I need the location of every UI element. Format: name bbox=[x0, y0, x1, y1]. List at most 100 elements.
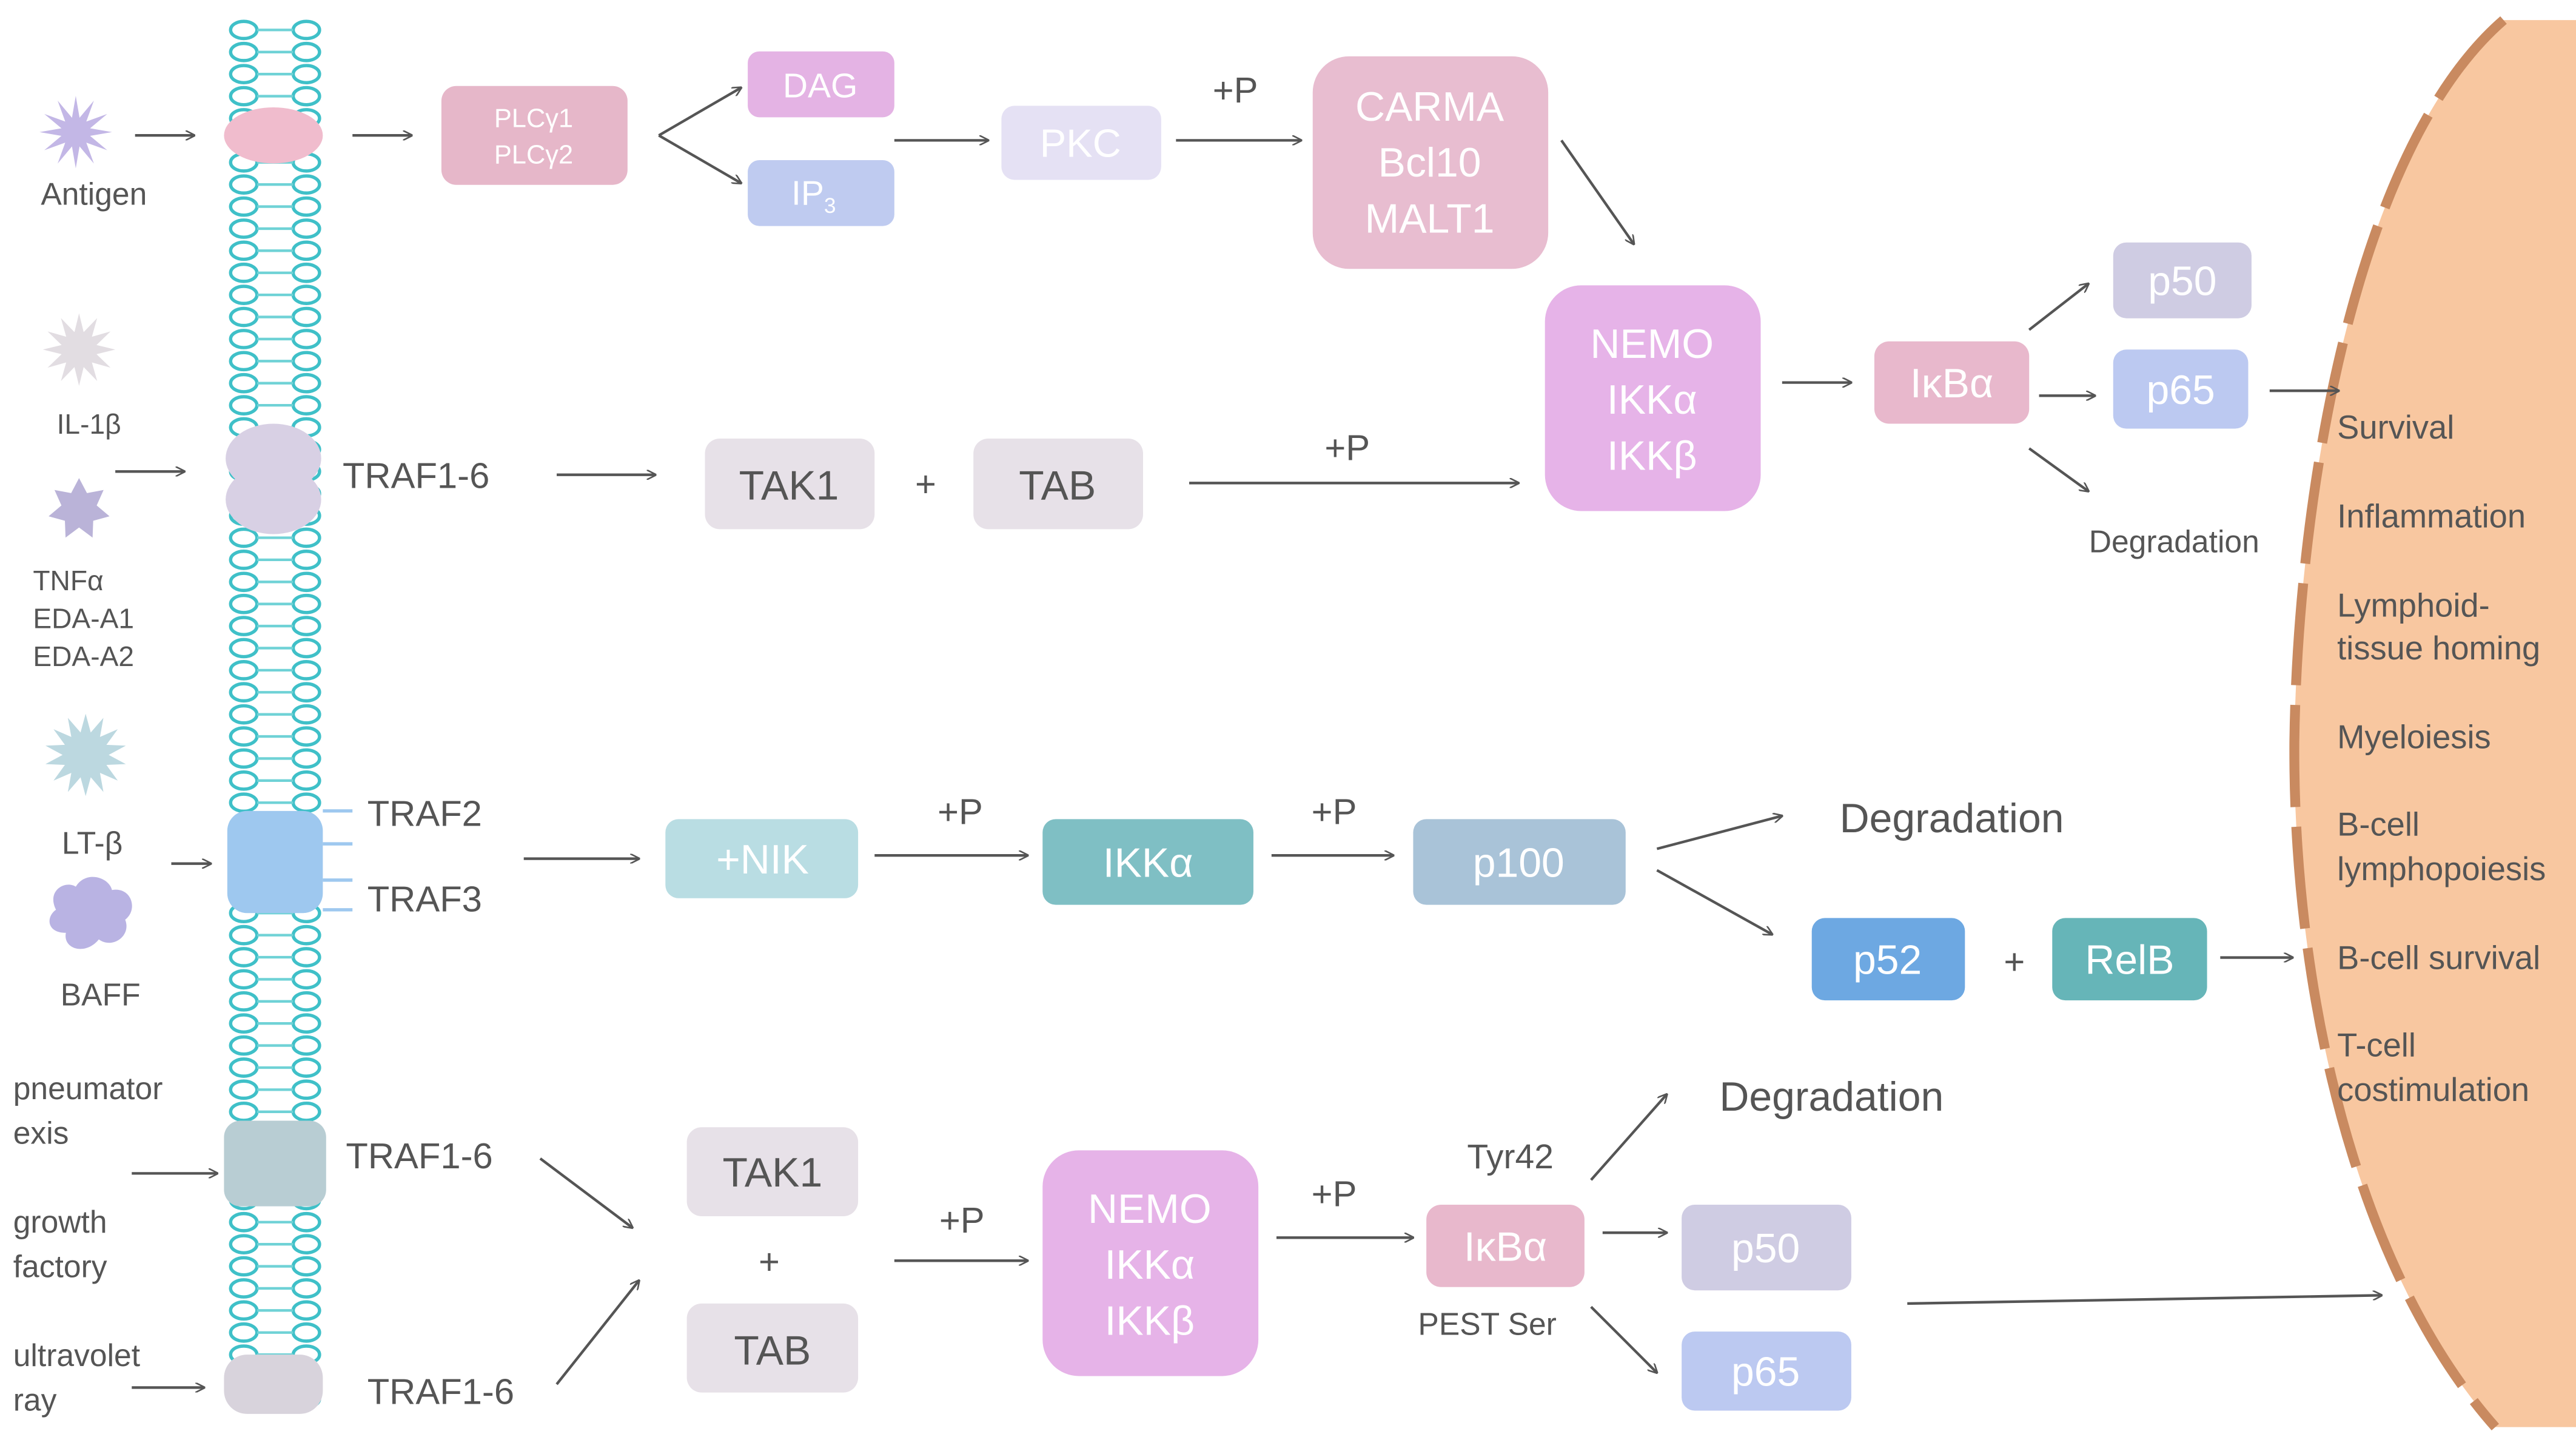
arrow bbox=[658, 87, 741, 137]
lt-baff-receptor bbox=[227, 810, 323, 914]
row4-nemo-label-line: NEMO bbox=[1088, 1187, 1212, 1232]
arrow bbox=[2028, 284, 2088, 331]
membrane-lipid-head bbox=[229, 924, 259, 946]
membrane-lipid-head bbox=[229, 351, 259, 372]
lt-beta-ligand-icon bbox=[45, 713, 126, 796]
outcome-survival: Survival bbox=[2337, 409, 2454, 446]
outcome-tcell-costimulation: T-cell bbox=[2337, 1027, 2416, 1064]
arrow bbox=[1656, 869, 1772, 935]
ip3-label: IP3 bbox=[791, 173, 836, 218]
membrane-lipid-head bbox=[291, 748, 321, 769]
ip3-box bbox=[748, 160, 894, 226]
membrane-lipid-head bbox=[229, 704, 259, 725]
arrows bbox=[115, 87, 2381, 1387]
row4-nemo-label-line: IKKβ bbox=[1105, 1299, 1195, 1344]
membrane-lipid-head bbox=[291, 1101, 321, 1122]
membrane-lipid-head bbox=[291, 218, 321, 239]
membrane-lipid-head bbox=[291, 991, 321, 1012]
ligand-labels: Antigen IL-1β TNFα EDA-A1 EDA-A2 LT-β BA… bbox=[13, 176, 163, 1417]
membrane-lipid-head bbox=[291, 196, 321, 217]
row4-p50-label: p50 bbox=[1731, 1226, 1800, 1271]
membrane-lipid-head bbox=[291, 969, 321, 990]
membrane-lipid-head bbox=[229, 770, 259, 791]
p100-box bbox=[1413, 819, 1626, 905]
membrane-lipid-head bbox=[291, 571, 321, 593]
row2-phos-label: +P bbox=[1324, 427, 1370, 468]
membrane-lipid-head bbox=[291, 1322, 321, 1343]
membrane-lipid-head bbox=[229, 947, 259, 968]
row2-ikba-box bbox=[1874, 341, 2030, 424]
pkc-box bbox=[1001, 106, 1161, 180]
membrane-lipid-head bbox=[291, 1013, 321, 1034]
row2-p50-label: p50 bbox=[2148, 259, 2216, 305]
membrane-lipid-head bbox=[291, 682, 321, 703]
outcome-lymphoid-homing: tissue homing bbox=[2337, 630, 2540, 667]
membrane-lipid-head bbox=[229, 792, 259, 813]
antigen-ligand-icon bbox=[39, 96, 112, 169]
arrow bbox=[658, 134, 741, 183]
membrane-lipid-head bbox=[229, 284, 259, 305]
membrane-lipid-head bbox=[229, 638, 259, 659]
row4-nemo-label-line: IKKα bbox=[1105, 1242, 1195, 1288]
membrane-lipid-head bbox=[291, 329, 321, 349]
il1-receptor-lower bbox=[226, 465, 321, 534]
plcy-label-line: PLCγ1 bbox=[494, 104, 573, 133]
membrane-lipid-head bbox=[229, 86, 259, 107]
membrane-lipid-head bbox=[291, 86, 321, 107]
arrow bbox=[1560, 140, 1634, 244]
row4-traf-label-top: TRAF1-6 bbox=[346, 1136, 492, 1176]
membrane-lipid-head bbox=[229, 550, 259, 570]
nik-box bbox=[665, 819, 859, 898]
tnf-label-line: EDA-A2 bbox=[33, 641, 134, 672]
membrane-lipid-head bbox=[229, 240, 259, 261]
uv-receptor bbox=[224, 1355, 323, 1414]
uv-label-line: ray bbox=[13, 1382, 57, 1417]
row4-plus: + bbox=[759, 1241, 780, 1282]
row2-degradation-label: Degradation bbox=[2089, 523, 2259, 559]
row3-ikka-box bbox=[1042, 819, 1253, 905]
relb-label: RelB bbox=[2085, 938, 2174, 983]
membrane-lipid-head bbox=[229, 726, 259, 747]
membrane-lipid-head bbox=[229, 395, 259, 416]
outcome-bcell-lymphopoiesis: B-cell bbox=[2337, 806, 2420, 843]
row2-traf-label: TRAF1-6 bbox=[343, 455, 489, 496]
carma-label-line: Bcl10 bbox=[1378, 140, 1481, 186]
row3-phos-label-1: +P bbox=[937, 792, 983, 832]
membrane-lipid-head bbox=[229, 1322, 259, 1343]
membrane-lipid-head bbox=[229, 329, 259, 349]
plcy-box bbox=[441, 86, 628, 185]
row3-phos-label-2: +P bbox=[1312, 792, 1357, 832]
arrow bbox=[1590, 1094, 1667, 1181]
nik-label: +NIK bbox=[716, 837, 809, 883]
membrane-lipid-head bbox=[229, 41, 259, 62]
membrane-lipid-head bbox=[229, 1234, 259, 1254]
receptors bbox=[224, 107, 353, 1414]
dag-box bbox=[748, 51, 894, 118]
dag-label: DAG bbox=[783, 67, 858, 106]
row2-p65-label: p65 bbox=[2146, 368, 2215, 413]
arrow bbox=[555, 1281, 639, 1385]
membrane-lipid-head bbox=[229, 1300, 259, 1321]
membrane-lipid-head bbox=[229, 218, 259, 239]
nucleus-envelope bbox=[2289, 16, 2507, 1431]
membrane-lipid-head bbox=[291, 593, 321, 614]
row2-p50-box bbox=[2113, 242, 2252, 318]
membrane-lipid-head bbox=[291, 550, 321, 570]
membrane-lipid-head bbox=[291, 616, 321, 636]
membrane-lipid-head bbox=[291, 1079, 321, 1100]
membrane-lipid-head bbox=[229, 1057, 259, 1078]
p100-label: p100 bbox=[1473, 840, 1565, 886]
outcome-inflammation: Inflammation bbox=[2337, 498, 2526, 535]
membrane-lipid-head bbox=[291, 284, 321, 305]
membrane-lipid-head bbox=[229, 1013, 259, 1034]
baff-label: BAFF bbox=[61, 977, 141, 1012]
row4-p65-box bbox=[1682, 1331, 1851, 1411]
membrane-lipid-head bbox=[229, 1256, 259, 1277]
row2-ikba-label: IκBα bbox=[1910, 361, 1993, 406]
membrane-lipid-head bbox=[291, 1035, 321, 1056]
growth-label-line: growth bbox=[13, 1204, 107, 1239]
carma-complex-box bbox=[1312, 56, 1549, 269]
membrane-lipid-head bbox=[229, 1035, 259, 1056]
